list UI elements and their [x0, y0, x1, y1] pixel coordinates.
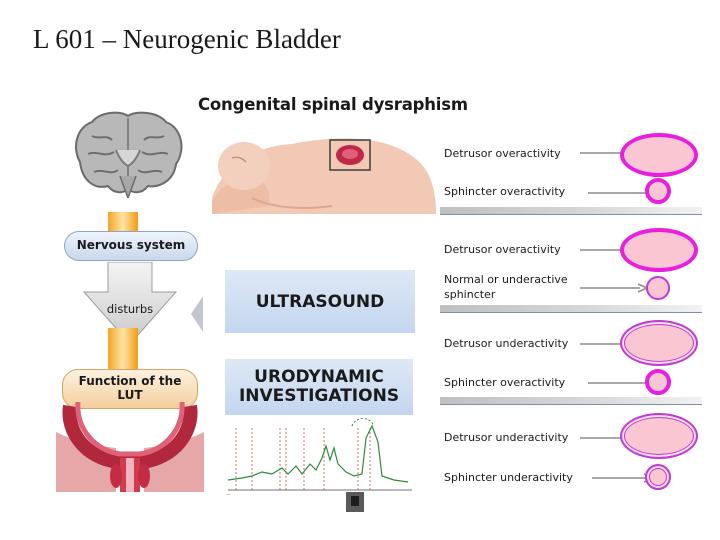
arrow-right-icon	[580, 283, 648, 293]
pattern-divider	[440, 305, 702, 313]
down-arrow	[82, 262, 178, 345]
bladder-overactive-icon	[620, 133, 698, 177]
pattern-3-sphincter-label: Sphincter overactivity	[444, 376, 566, 389]
spinal-cord-top	[108, 212, 138, 234]
pattern-2-sphincter-label-1: Normal or underactive	[444, 273, 568, 286]
bladder-underactive-icon	[620, 320, 698, 366]
pattern-1-sphincter-label: Sphincter overactivity	[444, 185, 566, 198]
pattern-divider	[440, 207, 702, 215]
pattern-4-sphincter-label: Sphincter underactivity	[444, 471, 573, 484]
pattern-2-detrusor-label: Detrusor overactivity	[444, 243, 561, 256]
brain-image	[75, 111, 183, 198]
pattern-4-detrusor-label: Detrusor underactivity	[444, 431, 569, 444]
urodynamic-trace-image: —	[222, 418, 414, 518]
urodynamic-line-2: INVESTIGATIONS	[238, 386, 400, 406]
pattern-1-detrusor-label: Detrusor overactivity	[444, 147, 561, 160]
infant-photo	[212, 128, 438, 216]
bladder-patterns-panel: Detrusor overactivity Sphincter overacti…	[440, 133, 702, 495]
svg-text:—: —	[226, 492, 230, 497]
lut-function-label: Function of the LUT	[62, 369, 198, 409]
pattern-2-sphincter-label-2: sphincter	[444, 288, 496, 301]
sphincter-underactive-icon	[645, 464, 671, 490]
urodynamic-box: URODYNAMIC INVESTIGATIONS	[225, 359, 413, 415]
ultrasound-box: ULTRASOUND	[225, 270, 415, 333]
sphincter-overactive-icon	[645, 178, 671, 204]
bladder-overactive-icon	[620, 228, 698, 272]
nervous-system-text: Nervous system	[76, 238, 186, 253]
bladder-underactive-icon	[620, 413, 698, 459]
sphincter-overactive-icon	[645, 369, 671, 395]
disturbs-label: disturbs	[106, 302, 154, 316]
sphincter-underactive-icon	[646, 276, 670, 300]
bladder-anatomy-image	[56, 402, 204, 492]
lut-line-2: LUT	[117, 388, 143, 402]
spinal-cord-bottom	[108, 328, 138, 372]
left-arrow-tip	[191, 296, 203, 332]
urodynamic-line-1: URODYNAMIC	[254, 367, 384, 388]
slide-title: L 601 – Neurogenic Bladder	[33, 24, 341, 54]
nervous-system-label: Nervous system	[64, 231, 198, 261]
lut-line-1: Function of the	[78, 374, 182, 389]
pattern-3-detrusor-label: Detrusor underactivity	[444, 337, 569, 350]
pattern-divider	[440, 397, 702, 405]
section-title: Congenital spinal dysraphism	[198, 95, 468, 114]
